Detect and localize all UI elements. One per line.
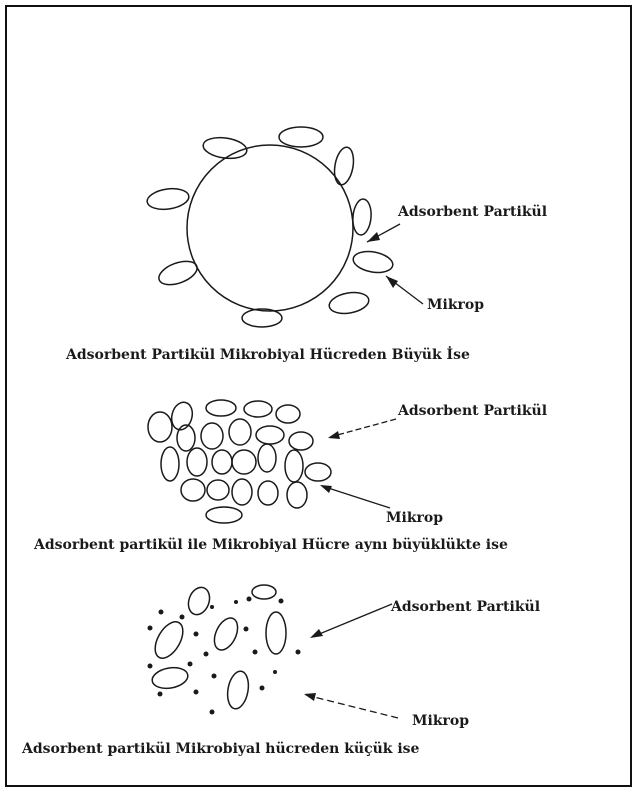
particle-dot bbox=[194, 690, 199, 695]
arrow-to-particle bbox=[330, 419, 396, 437]
panel-small-particle: Adsorbent Partikül Mikrop Adsorbent part… bbox=[21, 584, 540, 757]
microbe bbox=[351, 198, 372, 235]
particle-dot bbox=[260, 686, 265, 691]
particle bbox=[258, 481, 278, 505]
panel-equal-size: Adsorbent Partikül Mikrop Adsorbent part… bbox=[33, 400, 547, 553]
microbe bbox=[210, 614, 242, 653]
particle-dot bbox=[188, 662, 193, 667]
microbe-group bbox=[149, 584, 286, 710]
arrowhead bbox=[367, 232, 380, 242]
microbe bbox=[225, 670, 251, 711]
label-adsorbent-particle: Adsorbent Partikül bbox=[390, 599, 540, 615]
particle-dot bbox=[158, 692, 163, 697]
microbe bbox=[352, 249, 395, 276]
particle bbox=[229, 419, 251, 445]
particle-dot bbox=[247, 597, 252, 602]
arrowhead bbox=[320, 485, 332, 493]
label-microbe: Mikrop bbox=[427, 297, 484, 313]
particle-dot bbox=[296, 650, 301, 655]
particle-dot bbox=[148, 626, 153, 631]
particle bbox=[276, 405, 300, 423]
arrow-to-microbe bbox=[306, 695, 398, 718]
particle bbox=[181, 479, 205, 501]
particle bbox=[256, 426, 284, 444]
caption-panel-2: Adsorbent partikül ile Mikrobiyal Hücre … bbox=[33, 537, 508, 553]
particle-dot bbox=[234, 600, 238, 604]
particle-dot bbox=[244, 627, 249, 632]
microbe bbox=[151, 665, 190, 691]
microbe bbox=[185, 584, 213, 617]
particle bbox=[201, 423, 223, 449]
particle bbox=[289, 432, 313, 450]
particle bbox=[207, 480, 229, 500]
particle-dot bbox=[148, 664, 153, 669]
particle bbox=[177, 425, 195, 451]
arrow-to-microbe bbox=[322, 486, 390, 508]
particle bbox=[232, 479, 252, 505]
particle-dot bbox=[279, 599, 284, 604]
arrowhead bbox=[386, 276, 398, 288]
arrow-to-particle bbox=[312, 604, 392, 637]
label-microbe: Mikrop bbox=[412, 713, 469, 729]
particle-dot bbox=[194, 632, 199, 637]
microbe bbox=[149, 617, 188, 663]
label-adsorbent-particle: Adsorbent Partikül bbox=[397, 204, 547, 220]
particle bbox=[305, 463, 331, 481]
adsorbent-particle-large bbox=[187, 145, 353, 311]
microbe bbox=[252, 585, 276, 599]
particle-dot bbox=[273, 670, 277, 674]
microbe-group bbox=[146, 127, 395, 327]
particle bbox=[187, 448, 207, 476]
particle bbox=[287, 482, 307, 508]
cluster-equal bbox=[148, 400, 331, 523]
label-microbe: Mikrop bbox=[386, 510, 443, 526]
particle bbox=[258, 444, 276, 472]
particle bbox=[244, 401, 272, 417]
arrowhead bbox=[304, 693, 316, 701]
particle bbox=[212, 450, 232, 474]
particle bbox=[285, 450, 303, 482]
caption-panel-3: Adsorbent partikül Mikrobiyal hücreden k… bbox=[21, 741, 420, 757]
particle bbox=[161, 447, 179, 481]
particle bbox=[206, 400, 236, 416]
microbe bbox=[332, 146, 356, 187]
particle-dot bbox=[180, 615, 185, 620]
microbe bbox=[146, 186, 190, 212]
panel-large-particle: Adsorbent Partikül Mikrop Adsorbent Part… bbox=[65, 127, 547, 363]
arrowhead bbox=[310, 629, 323, 638]
particle bbox=[232, 450, 256, 474]
particle bbox=[148, 412, 172, 442]
particle-dot bbox=[210, 605, 214, 609]
microbe bbox=[202, 135, 248, 161]
microbe bbox=[279, 127, 323, 147]
label-adsorbent-particle: Adsorbent Partikül bbox=[397, 403, 547, 419]
caption-panel-1: Adsorbent Partikül Mikrobiyal Hücreden B… bbox=[65, 344, 470, 363]
particle-dot bbox=[210, 710, 215, 715]
microbe bbox=[328, 290, 371, 317]
arrowhead bbox=[328, 431, 340, 439]
particle-dot bbox=[253, 650, 258, 655]
particle-dot bbox=[159, 610, 164, 615]
particle bbox=[206, 507, 242, 523]
particle-dot bbox=[204, 652, 209, 657]
particle-dot bbox=[212, 674, 217, 679]
microbe bbox=[266, 612, 286, 654]
microbe bbox=[242, 309, 282, 327]
